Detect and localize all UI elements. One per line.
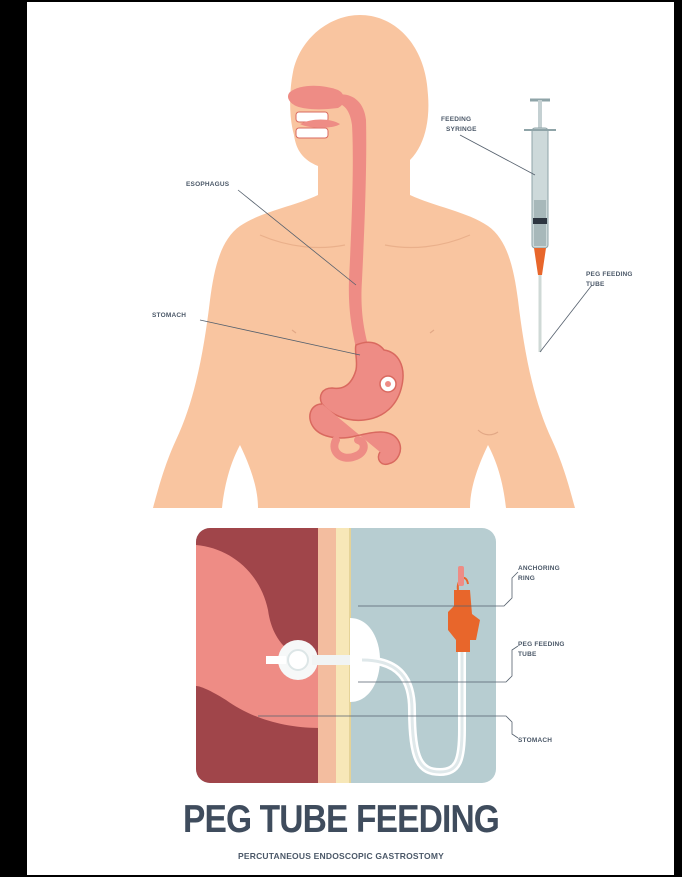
label-peg-tube-top-1: PEG FEEDING	[586, 271, 633, 278]
teeth-lower	[296, 128, 328, 138]
inset-bumper-stem	[266, 656, 286, 664]
label-stomach-inset: STOMACH	[518, 737, 552, 744]
feeding-syringe	[524, 100, 556, 352]
label-syringe-2: SYRINGE	[446, 126, 477, 133]
nasal-cavity	[288, 86, 344, 110]
inset-panel	[196, 528, 496, 783]
syringe-piston	[533, 218, 547, 224]
syringe-plunger-rod	[538, 100, 542, 130]
syringe-tip	[534, 248, 546, 275]
poster-title: PEG TUBE FEEDING	[48, 798, 635, 842]
labels-inset: ANCHORING RING PEG FEEDING TUBE STOMACH	[518, 565, 565, 744]
label-peg-tube-inset-1: PEG FEEDING	[518, 641, 565, 648]
label-syringe-1: FEEDING	[441, 116, 471, 123]
label-anchoring-ring-2: RING	[518, 575, 535, 582]
label-esophagus: ESOPHAGUS	[186, 181, 230, 188]
poster-subtitle: PERCUTANEOUS ENDOSCOPIC GASTROSTOMY	[0, 851, 682, 861]
peg-bumper-center	[385, 381, 391, 387]
inset-internal-bumper-core	[288, 650, 308, 670]
label-peg-tube-top-2: TUBE	[586, 281, 605, 288]
label-peg-tube-inset-2: TUBE	[518, 651, 537, 658]
label-anchoring-ring-1: ANCHORING	[518, 565, 560, 572]
label-stomach: STOMACH	[152, 312, 186, 319]
inset-connector-valve	[458, 566, 464, 586]
